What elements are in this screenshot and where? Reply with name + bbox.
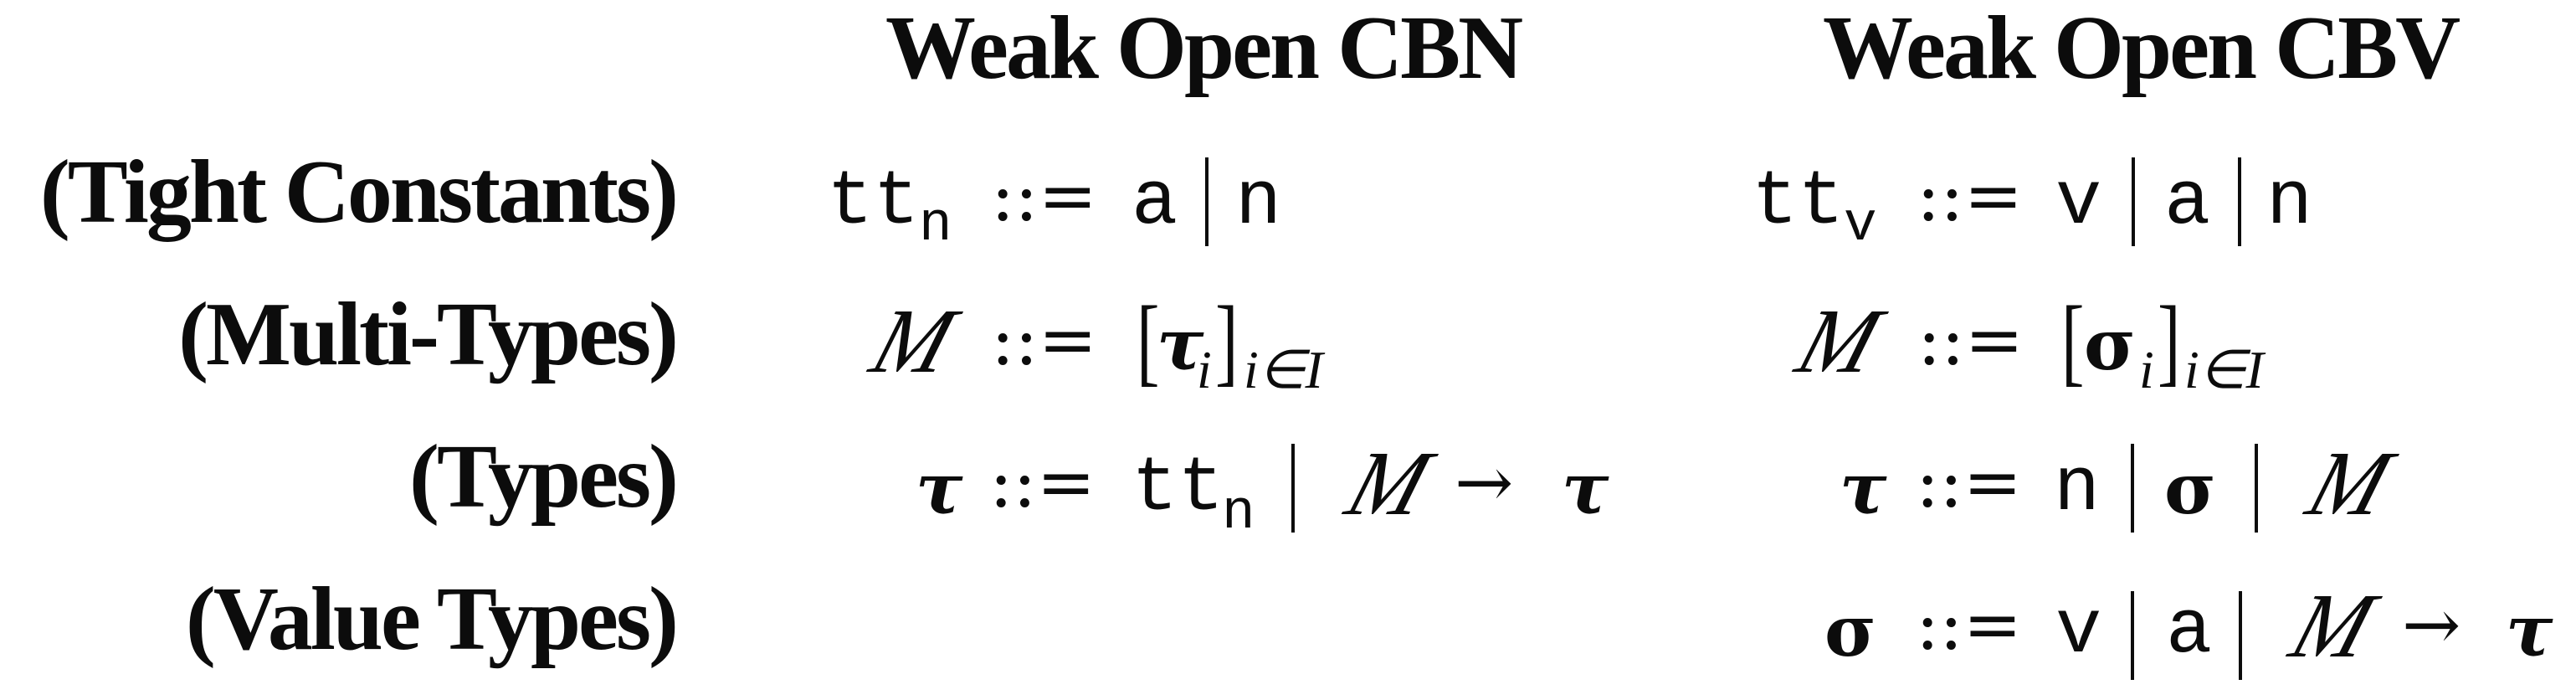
index-i: i (1197, 340, 1212, 399)
alternative-bar (2132, 157, 2135, 246)
tt-symbol: tt (1752, 158, 1845, 246)
tau-symbol: τ (1840, 447, 1887, 530)
alternative-bar (2239, 591, 2242, 680)
defines-operator: ::= (989, 441, 1096, 523)
row-label-value-types: (Value Types) (185, 569, 679, 669)
defines-operator: ::= (991, 299, 1097, 381)
alt-a: a (2164, 158, 2211, 246)
index-i: i (2139, 340, 2154, 399)
sigma-symbol: σ (2164, 447, 2216, 530)
column-header-cbv: Weak Open CBV (1823, 0, 2461, 98)
defines-operator: ::= (1916, 441, 2022, 523)
tt-symbol: tt (827, 158, 920, 246)
tau-symbol: τ (1157, 303, 1204, 386)
defines-operator: ::= (1917, 299, 2024, 381)
multiset-symbol: M (2296, 432, 2403, 534)
alternative-bar (2131, 444, 2134, 533)
sigma-symbol: σ (1824, 589, 1876, 672)
multiset-symbol: M (1336, 432, 1442, 534)
tt-subscript-n: n (919, 193, 952, 256)
arrow-icon: → (1455, 441, 1514, 523)
alternative-bar (1291, 444, 1295, 533)
column-header-cbn: Weak Open CBN (885, 0, 1523, 98)
alt-a: a (2166, 587, 2213, 675)
alt-n: n (1235, 158, 1282, 246)
left-bracket: [ (2061, 286, 2085, 395)
alternative-bar (2255, 444, 2258, 533)
sigma-symbol: σ (2084, 303, 2136, 386)
row-label-multi-types: (Multi-Types) (178, 285, 679, 384)
right-bracket: ] (1215, 286, 1239, 395)
left-bracket: [ (1137, 286, 1160, 395)
tt-symbol: tt (1131, 445, 1224, 533)
tt-subscript-n: n (1222, 481, 1255, 544)
alt-n: n (2054, 445, 2101, 533)
alt-v: v (2055, 158, 2102, 246)
tau-symbol: τ (2506, 589, 2553, 672)
multiset-symbol: M (1786, 290, 1892, 392)
tt-subscript-v: v (1844, 193, 1877, 256)
alternative-bar (1205, 157, 1208, 246)
defines-operator: ::= (1916, 584, 2022, 666)
multiset-symbol: M (2280, 574, 2386, 677)
defines-operator: ::= (991, 155, 1097, 237)
tau-symbol: τ (916, 447, 963, 530)
arrow-icon: → (2402, 584, 2461, 666)
index-set: i∈I (1244, 340, 1323, 399)
row-label-types: (Types) (409, 427, 679, 527)
alt-a: a (1131, 158, 1178, 246)
alt-n: n (2266, 158, 2313, 246)
tau-symbol: τ (1562, 447, 1609, 530)
right-bracket: ] (2158, 286, 2181, 395)
alt-v: v (2055, 587, 2102, 675)
alternative-bar (2238, 157, 2241, 246)
row-label-tight-constants: (Tight Constants) (39, 142, 679, 242)
multiset-symbol: M (860, 290, 967, 392)
defines-operator: ::= (1917, 155, 2023, 237)
alternative-bar (2131, 591, 2134, 680)
index-set: i∈I (2184, 340, 2264, 399)
